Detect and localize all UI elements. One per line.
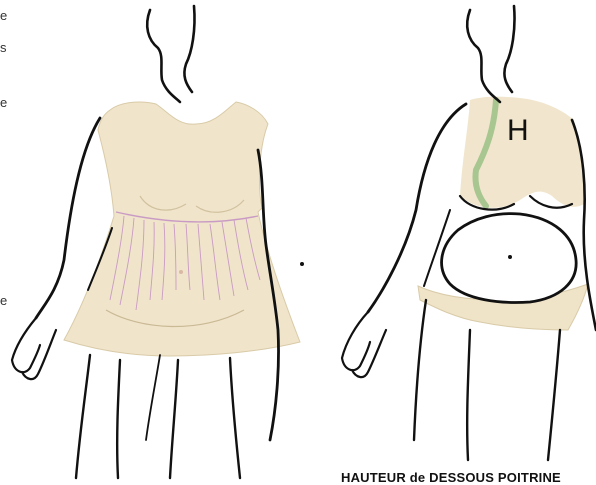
left-legs	[76, 355, 240, 478]
measure-label-h: H	[507, 114, 529, 148]
center-dot	[300, 262, 304, 266]
left-hand	[12, 318, 56, 379]
right-figure	[342, 6, 596, 460]
navel	[508, 255, 512, 259]
left-figure	[12, 6, 300, 478]
left-neck-outline	[147, 10, 180, 102]
navel	[179, 270, 183, 274]
right-neck-outline	[467, 10, 500, 102]
right-figure-hand	[342, 312, 386, 377]
figure-caption: HAUTEUR de DESSOUS POITRINE	[341, 470, 596, 485]
